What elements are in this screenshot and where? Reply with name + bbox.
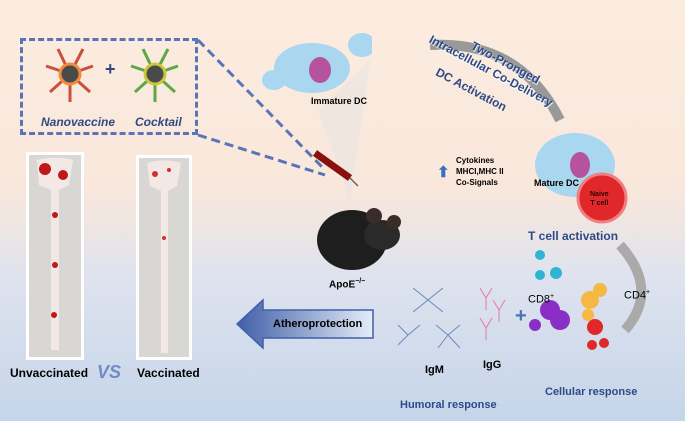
naive-label: Naive (590, 191, 609, 198)
mhc-label: MHCI,MHC II (456, 167, 504, 176)
up-arrow-icon: ⬆ (437, 164, 450, 181)
igm-label: IgM (425, 364, 444, 376)
cosignals-label: Co-Signals (456, 178, 498, 187)
vaccinated-aorta-photo (136, 155, 192, 360)
syringe-icon (312, 150, 359, 187)
atheroprotection-label: Atheroprotection (273, 318, 363, 330)
humoral-response-label: Humoral response (400, 399, 497, 411)
t-cell-activation-label: T cell activation (528, 229, 619, 243)
vaccine-box: + Nanovaccine Cocktail (20, 38, 198, 135)
vs-label: VS (97, 362, 122, 382)
vaccinated-label: Vaccinated (137, 366, 200, 380)
cd8-text: CD8 (528, 293, 551, 306)
cd8-sup: + (550, 293, 555, 300)
apoe-sup: −/− (355, 278, 366, 285)
mature-dc-label: Mature DC (534, 178, 580, 188)
curved-arrow (429, 39, 565, 123)
mature-dc-icon (535, 133, 628, 224)
cocktail-label: Cocktail (135, 115, 182, 129)
cd4-label: CD4+ (624, 289, 650, 302)
tcell-label: T cell (590, 200, 609, 207)
mouse-icon (317, 208, 401, 270)
plus-sign: + (105, 59, 116, 79)
cellular-response-label: Cellular response (545, 386, 638, 398)
apoe-text: ApoE (329, 279, 356, 291)
immature-dc-label: Immature DC (311, 96, 368, 106)
cd8-label: CD8+ (528, 293, 554, 306)
t-cells-icon (529, 250, 609, 350)
nanoparticles-icon (45, 48, 179, 102)
atheroprotection-arrow (235, 298, 374, 350)
nanovaccine-label: Nanovaccine (41, 115, 116, 129)
cd4-sup: + (646, 289, 651, 296)
plus-sign-2: + (515, 305, 527, 327)
antibodies-icon (398, 287, 506, 349)
cd4-text: CD4 (624, 289, 647, 302)
unvaccinated-aorta-photo (26, 152, 84, 360)
unvaccinated-label: Unvaccinated (10, 366, 89, 380)
cytokines-label: Cytokines (456, 156, 495, 165)
immature-dc-icon (262, 33, 372, 93)
apoe-label: ApoE−/− (329, 278, 365, 290)
igg-label: IgG (483, 359, 502, 371)
